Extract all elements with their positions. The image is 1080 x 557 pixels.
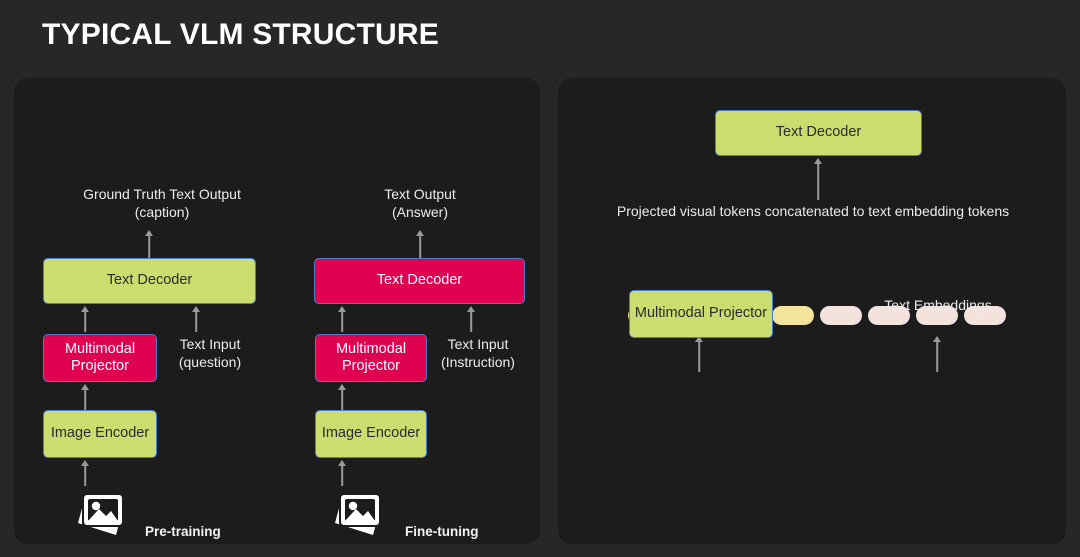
pretraining-multimodal-projector-box[interactable]: Multimodal Projector (43, 334, 157, 382)
arrow-shaft (148, 235, 150, 258)
arrow-shaft (84, 389, 86, 410)
arrowhead-icon (81, 384, 89, 390)
arrowhead-icon (145, 230, 153, 236)
arrowhead-icon (338, 460, 346, 466)
arrowhead-icon (695, 336, 703, 342)
pretraining-output-label: Ground Truth Text Output (caption) (83, 186, 241, 220)
arrowhead-icon (81, 306, 89, 312)
arrow-shaft (341, 311, 343, 332)
arrowhead-icon (338, 306, 346, 312)
pretraining-stage-label: Pre-training (145, 524, 221, 539)
arrow-shaft (936, 341, 938, 372)
arrow-finetuning-encoder-to-projector (336, 384, 348, 410)
tokens-caption: Projected visual tokens concatenated to … (616, 203, 1010, 219)
arrowhead-icon (933, 336, 941, 342)
arrow-pretraining-encoder-to-projector (79, 384, 91, 410)
arrow-finetuning-image-to-encoder (336, 460, 348, 486)
arrow-finetuning-projector-to-decoder (336, 306, 348, 332)
arrow-shaft (341, 465, 343, 486)
arrow-shaft (817, 163, 819, 200)
arrow-pretraining-textinput-to-decoder (190, 306, 202, 332)
arrowhead-icon (192, 306, 200, 312)
finetuning-text-input-label: Text Input (Instruction) (441, 336, 515, 370)
token-pill-text-6 (868, 306, 910, 325)
arrow-pretraining-projector-to-decoder (79, 306, 91, 332)
panel-inference-flow: Text Decoder Projected visual tokens con… (558, 78, 1066, 544)
arrow-shaft (195, 311, 197, 332)
page-title: TYPICAL VLM STRUCTURE (42, 18, 439, 51)
pretraining-text-input-label: Text Input (question) (178, 336, 242, 370)
arrowhead-icon (416, 230, 424, 236)
arrow-pretraining-image-to-encoder (79, 460, 91, 486)
arrow-projector-to-visual-tokens (693, 336, 705, 372)
arrow-finetuning-decoder-to-output (414, 230, 426, 258)
inference-text-decoder-box[interactable]: Text Decoder (715, 110, 922, 156)
panel-training-stages: Ground Truth Text Output (caption) Text … (14, 78, 540, 544)
arrowhead-icon (81, 460, 89, 466)
arrow-pretraining-decoder-to-output (143, 230, 155, 258)
pretraining-image-encoder-box[interactable]: Image Encoder (43, 410, 157, 458)
token-pill-text-8 (964, 306, 1006, 325)
token-pill-text-7 (916, 306, 958, 325)
finetuning-stage-label: Fine-tuning (405, 524, 479, 539)
arrowhead-icon (338, 384, 346, 390)
pretraining-text-decoder-box[interactable]: Text Decoder (43, 258, 256, 304)
arrowhead-icon (467, 306, 475, 312)
arrow-shaft (84, 311, 86, 332)
token-pill-text-5 (820, 306, 862, 325)
image-stack-icon (70, 485, 132, 543)
inference-multimodal-projector-box[interactable]: Multimodal Projector (629, 290, 773, 338)
finetuning-output-label: Text Output (Answer) (384, 186, 456, 220)
finetuning-image-encoder-box[interactable]: Image Encoder (315, 410, 427, 458)
arrow-shaft (470, 311, 472, 332)
arrow-shaft (84, 465, 86, 486)
arrow-tokens-to-decoder (812, 158, 824, 200)
finetuning-multimodal-projector-box[interactable]: Multimodal Projector (315, 334, 427, 382)
finetuning-text-decoder-box[interactable]: Text Decoder (314, 258, 525, 304)
arrow-shaft (341, 389, 343, 410)
text-embeddings-label: Text Embeddings (884, 297, 992, 313)
arrow-shaft (698, 341, 700, 372)
arrow-shaft (419, 235, 421, 258)
token-pill-visual-4 (772, 306, 814, 325)
arrow-text-embeddings-to-text-tokens (931, 336, 943, 372)
image-stack-icon (327, 485, 389, 543)
arrowhead-icon (814, 158, 822, 164)
arrow-finetuning-textinput-to-decoder (465, 306, 477, 332)
